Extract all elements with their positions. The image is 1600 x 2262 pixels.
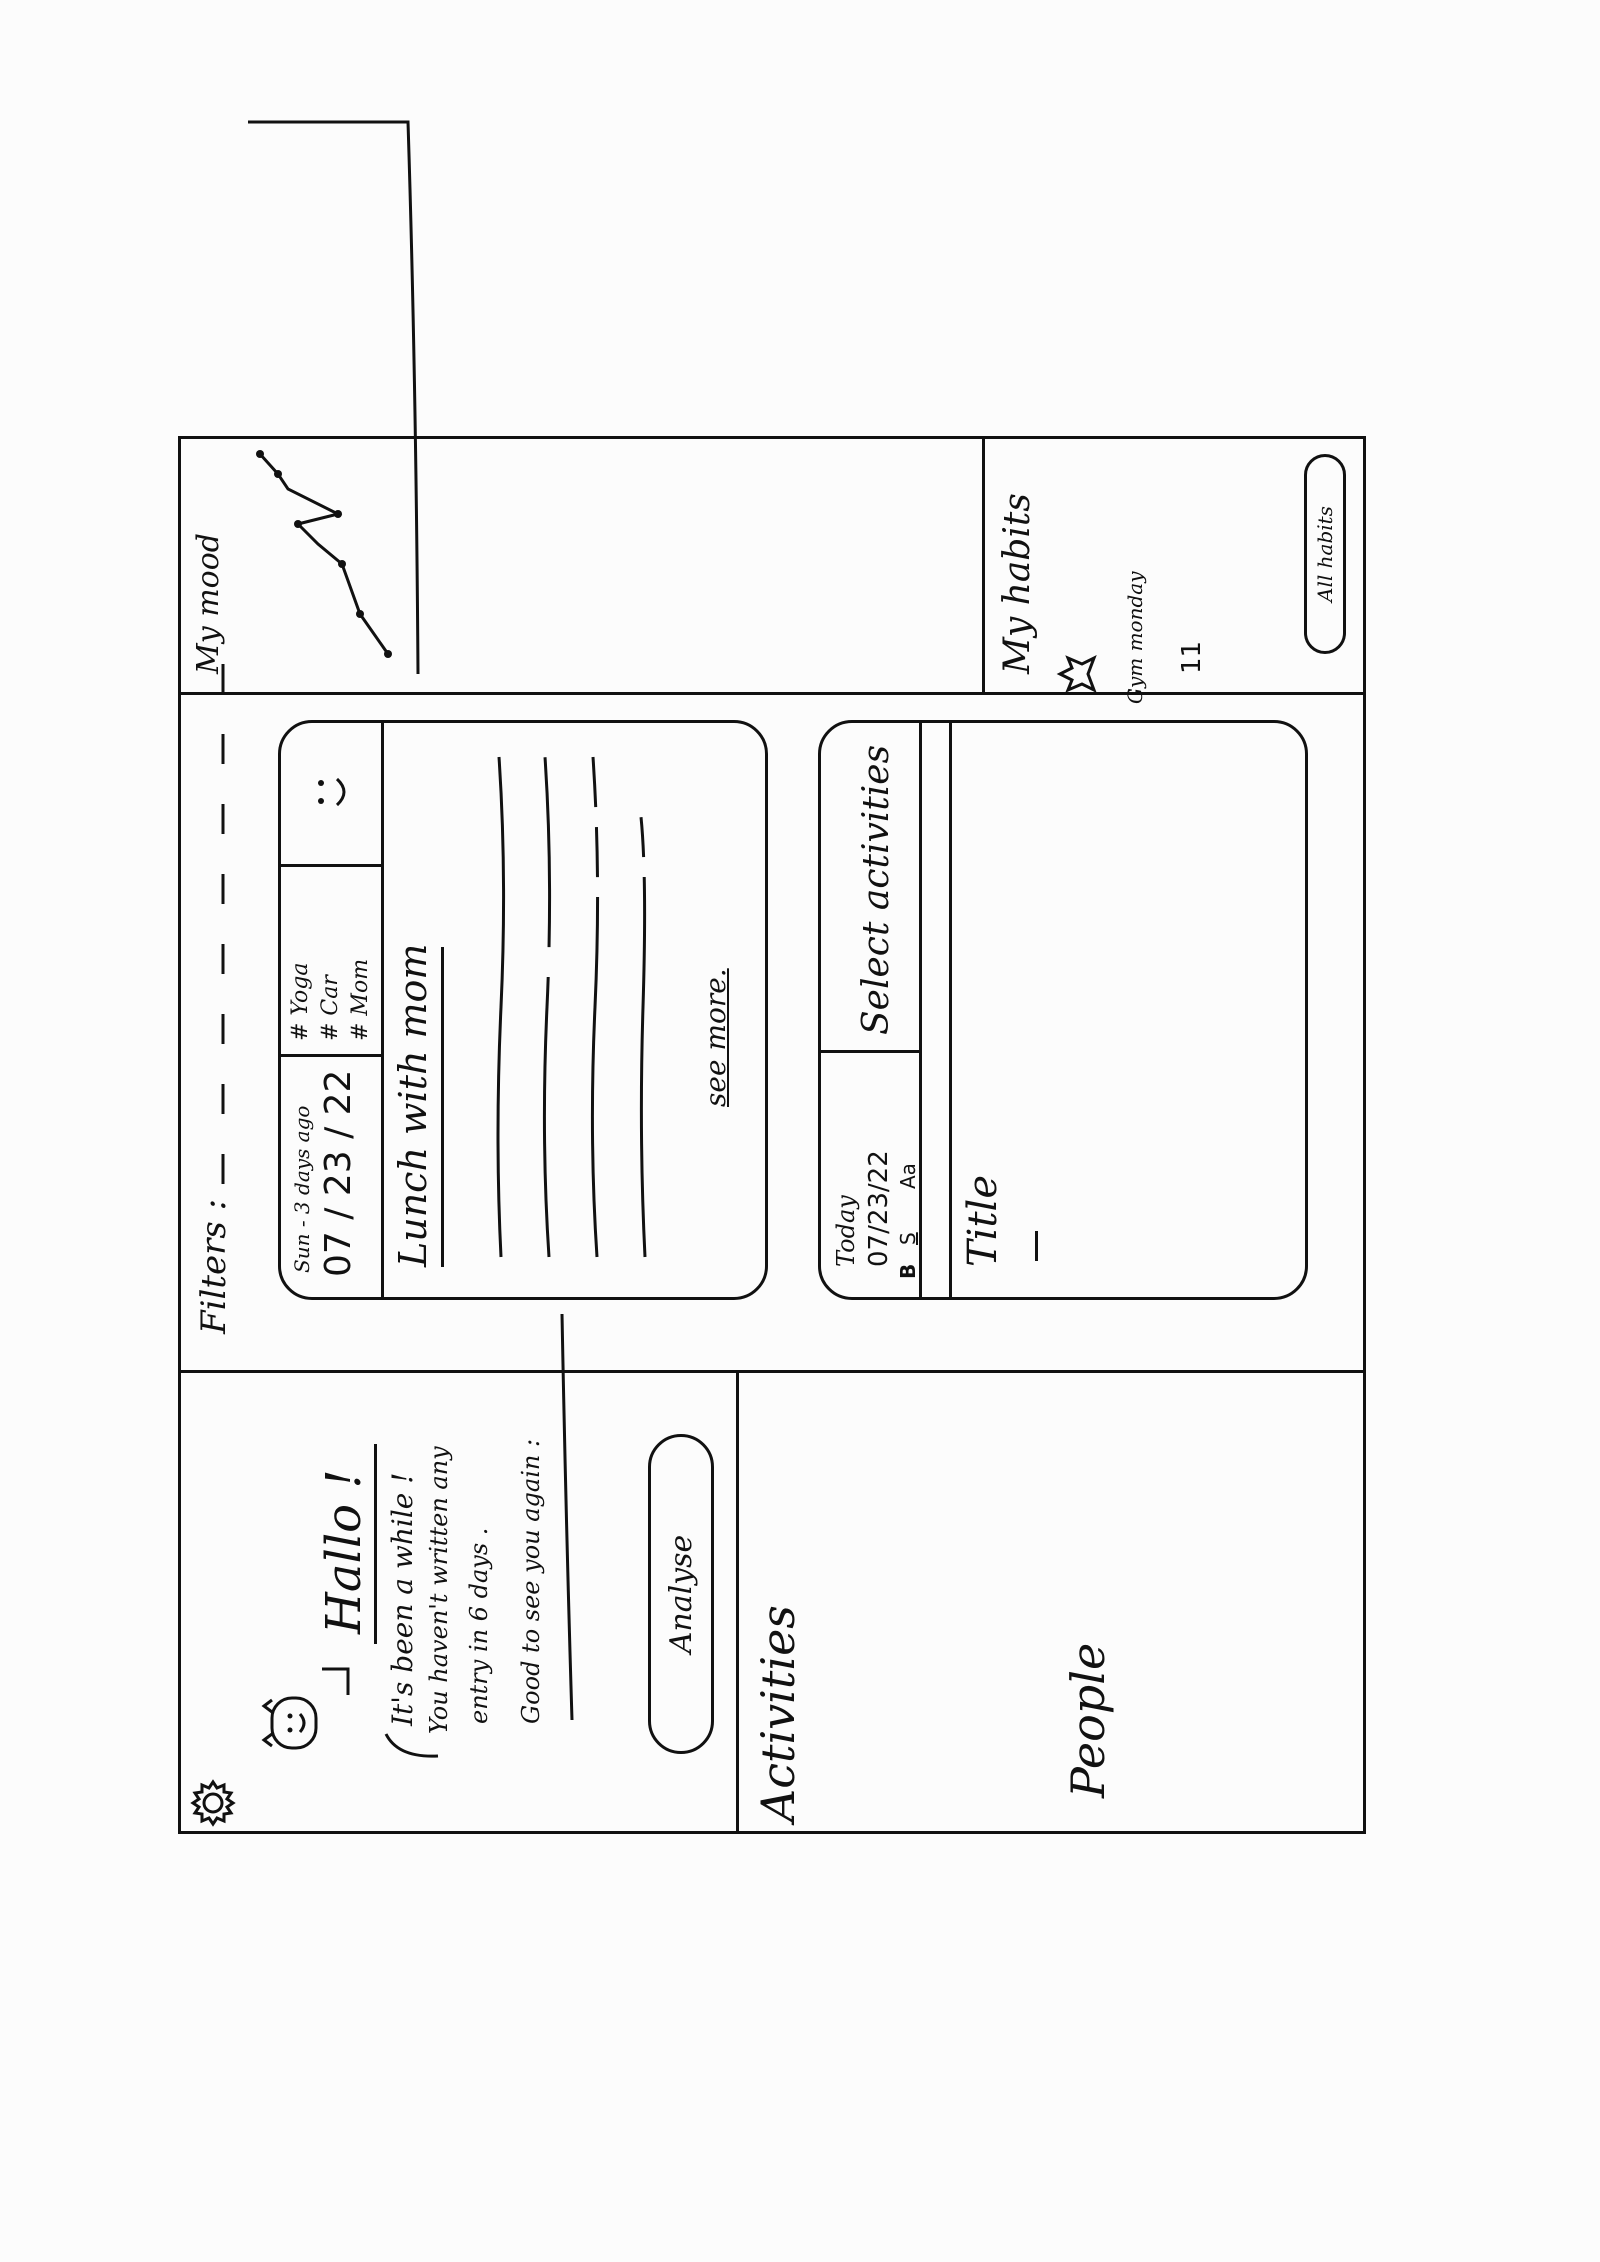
select-activities-button[interactable]: Select activities (856, 744, 897, 1035)
new-entry-today: Today (832, 1195, 860, 1267)
divider-greeting-main (736, 1370, 739, 1834)
mood-smiley-icon (318, 777, 346, 807)
habit-count: 11 (1177, 640, 1207, 674)
entry-card[interactable]: Sun - 3 days ago 07 / 23 / 22 # Yoga # C… (278, 720, 768, 1300)
entry-tag[interactable]: # Car (318, 975, 343, 1041)
text-cursor (1035, 1231, 1038, 1261)
landscape-layer: Hallo ! It's been a while ! You haven't … (178, 120, 1366, 1834)
divider-mood-habits (982, 436, 985, 692)
flame-icon (1056, 654, 1097, 694)
people-title: People (1061, 1642, 1115, 1798)
format-size-button[interactable]: Aa (896, 1163, 920, 1189)
new-entry-header-divider-2 (949, 723, 952, 1297)
entry-tag[interactable]: # Mom (348, 958, 373, 1041)
activities-title: Activities (751, 1605, 805, 1822)
greeting-title-bracket (322, 1667, 350, 1695)
greeting-message-line: entry in 6 days . (465, 1527, 493, 1724)
new-entry-card[interactable]: Today 07/23/22 B S Aa Select activities … (818, 720, 1308, 1300)
format-strike-button[interactable]: S (896, 1232, 920, 1245)
analyse-button[interactable]: Analyse (648, 1434, 714, 1754)
filters-dash-line (221, 624, 225, 1184)
entry-title-underline (441, 947, 444, 1267)
see-more-link[interactable]: see more. (699, 968, 732, 1107)
entry-date-divider (281, 1054, 381, 1057)
app-frame (178, 436, 1366, 1834)
mood-chart (248, 120, 420, 675)
mood-title: My mood (191, 533, 226, 674)
new-entry-title-input[interactable]: Title (960, 1174, 1006, 1267)
gear-icon[interactable] (190, 1779, 236, 1827)
new-entry-header-divider (919, 723, 922, 1297)
greeting-title: Hallo ! (316, 1469, 372, 1634)
greeting-title-underline (374, 1444, 377, 1644)
all-habits-button-label: All habits (1313, 506, 1337, 602)
entry-tag[interactable]: # Yoga (288, 962, 313, 1041)
divider-right-column (178, 692, 1366, 695)
entry-date: 07 / 23 / 22 (318, 1069, 359, 1277)
new-entry-date: 07/23/22 (864, 1150, 894, 1267)
greeting-message-line: It's been a while ! (386, 1472, 419, 1726)
habit-name[interactable]: Gym monday (1123, 571, 1147, 704)
entry-header-divider (381, 723, 384, 1297)
new-entry-date-divider (821, 1050, 919, 1053)
entry-meta: Sun - 3 days ago (290, 1105, 314, 1273)
format-bold-button[interactable]: B (896, 1263, 920, 1279)
all-habits-button[interactable]: All habits (1304, 454, 1346, 654)
entry-tags-divider (281, 864, 381, 867)
message-bracket-left (384, 1733, 439, 1758)
habits-title: My habits (997, 493, 1038, 674)
filters-label[interactable]: Filters : (194, 1198, 234, 1334)
avatar[interactable] (260, 1692, 322, 1754)
divider-left-column (178, 1370, 1366, 1373)
entry-title: Lunch with mom (391, 943, 435, 1267)
greeting-message-line: Good to see you again : (517, 1438, 545, 1724)
analyse-button-label: Analyse (663, 1534, 699, 1654)
entry-text-lines (496, 756, 647, 1258)
greeting-message-line: You haven't written any (425, 1446, 453, 1734)
message-bracket-right (560, 1313, 574, 1721)
